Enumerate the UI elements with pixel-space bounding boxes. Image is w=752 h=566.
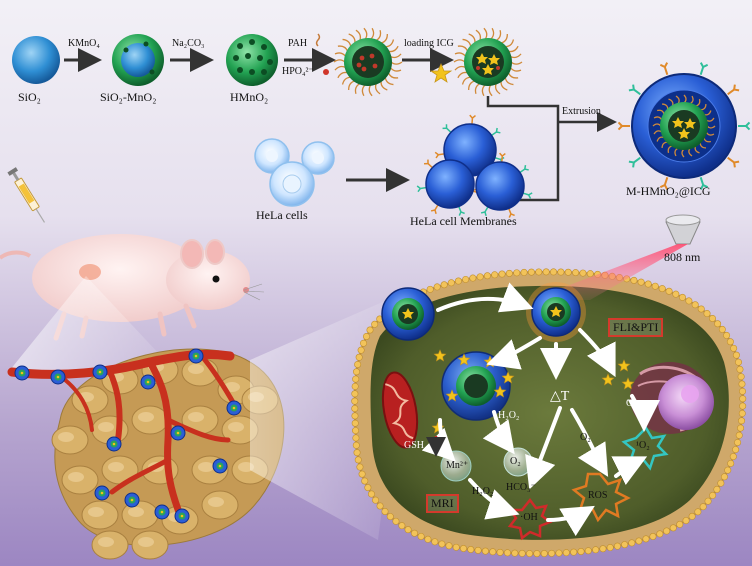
label-o2-b: O₂ [580,432,591,443]
mouse-illustration [0,234,265,341]
label-o2-c: O₂ [626,398,637,409]
laser-device [530,214,701,300]
membrane-coated-particle [617,62,751,190]
label-ros: ROS [588,490,608,501]
laser-beam [530,244,688,300]
label-h2o2-b: H₂O₂ [472,486,494,497]
label-hmno2: HMnO₂ [230,90,269,104]
label-mn2: Mn²⁺ [446,460,469,471]
label-loading-icg: loading ICG [404,38,454,49]
ros-burst [571,472,631,523]
label-808nm: 808 nm [664,250,701,264]
label-hco3: HCO₃⁻ [506,482,536,493]
pah-coated-particle [333,27,403,97]
label-hela-cells: HeLa cells [256,208,308,222]
label-sio2: SiO₂ [18,90,41,104]
zoom-cone-mouse [10,276,176,372]
injection-site [79,264,101,280]
label-o2-a: O₂ [510,456,521,467]
label-singlet-o2: ¹O₂ [636,440,650,451]
synthesis-row [12,27,523,97]
label-h2o2-a: H₂O₂ [498,410,520,421]
mitochondrion-icon [381,371,419,449]
label-oh: ·OH [520,512,538,523]
syringe-icon [7,167,46,223]
label-pah: PAH [288,38,308,49]
mri-box: MRI [426,494,459,513]
hmno2-sphere [226,34,278,86]
label-product: M-HMnO₂@ICG [626,184,711,198]
vessel-nanoparticles [14,348,242,524]
fli-ptt-box: FLI&PTI [608,318,664,337]
process-arrows [421,282,660,537]
label-kmno4: KMnO₄ [68,38,100,49]
hela-membranes [416,114,533,218]
icg-star-icon [429,62,453,83]
silica-sphere [12,36,60,84]
label-gsh: GSH [404,440,425,451]
label-delta-t: △T [550,389,570,404]
label-sio2-mno2: SiO₂-MnO₂ [100,90,157,104]
label-extrusion: Extrusion [562,106,601,117]
singlet-oxygen-burst [621,425,669,471]
label-hela-membranes: HeLa cell Membranes [410,214,517,228]
irradiated-particle [526,282,586,342]
label-hpo4: HPO₄²⁻ [282,66,314,77]
label-na2co3: Na₂CO₃ [172,38,205,49]
phosphate-icon [323,69,329,75]
particle-entering-cell [381,287,435,341]
pah-chain-icon [315,33,321,47]
silica-mno2-sphere [112,34,164,86]
extrusion-connector [486,96,617,202]
icg-loaded-particle [453,27,523,97]
hela-cells [254,138,335,207]
